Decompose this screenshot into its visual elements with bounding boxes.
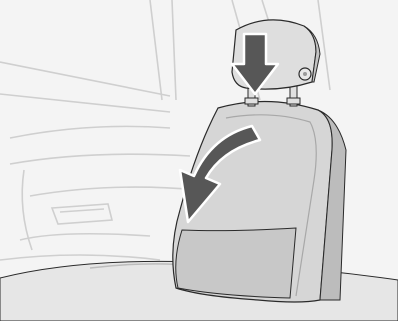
post-guide-right [287, 98, 300, 104]
post-guide-left [245, 98, 258, 104]
release-button-icon [299, 68, 311, 80]
release-button-center [303, 72, 307, 76]
backrest-lower-panel [176, 228, 296, 298]
